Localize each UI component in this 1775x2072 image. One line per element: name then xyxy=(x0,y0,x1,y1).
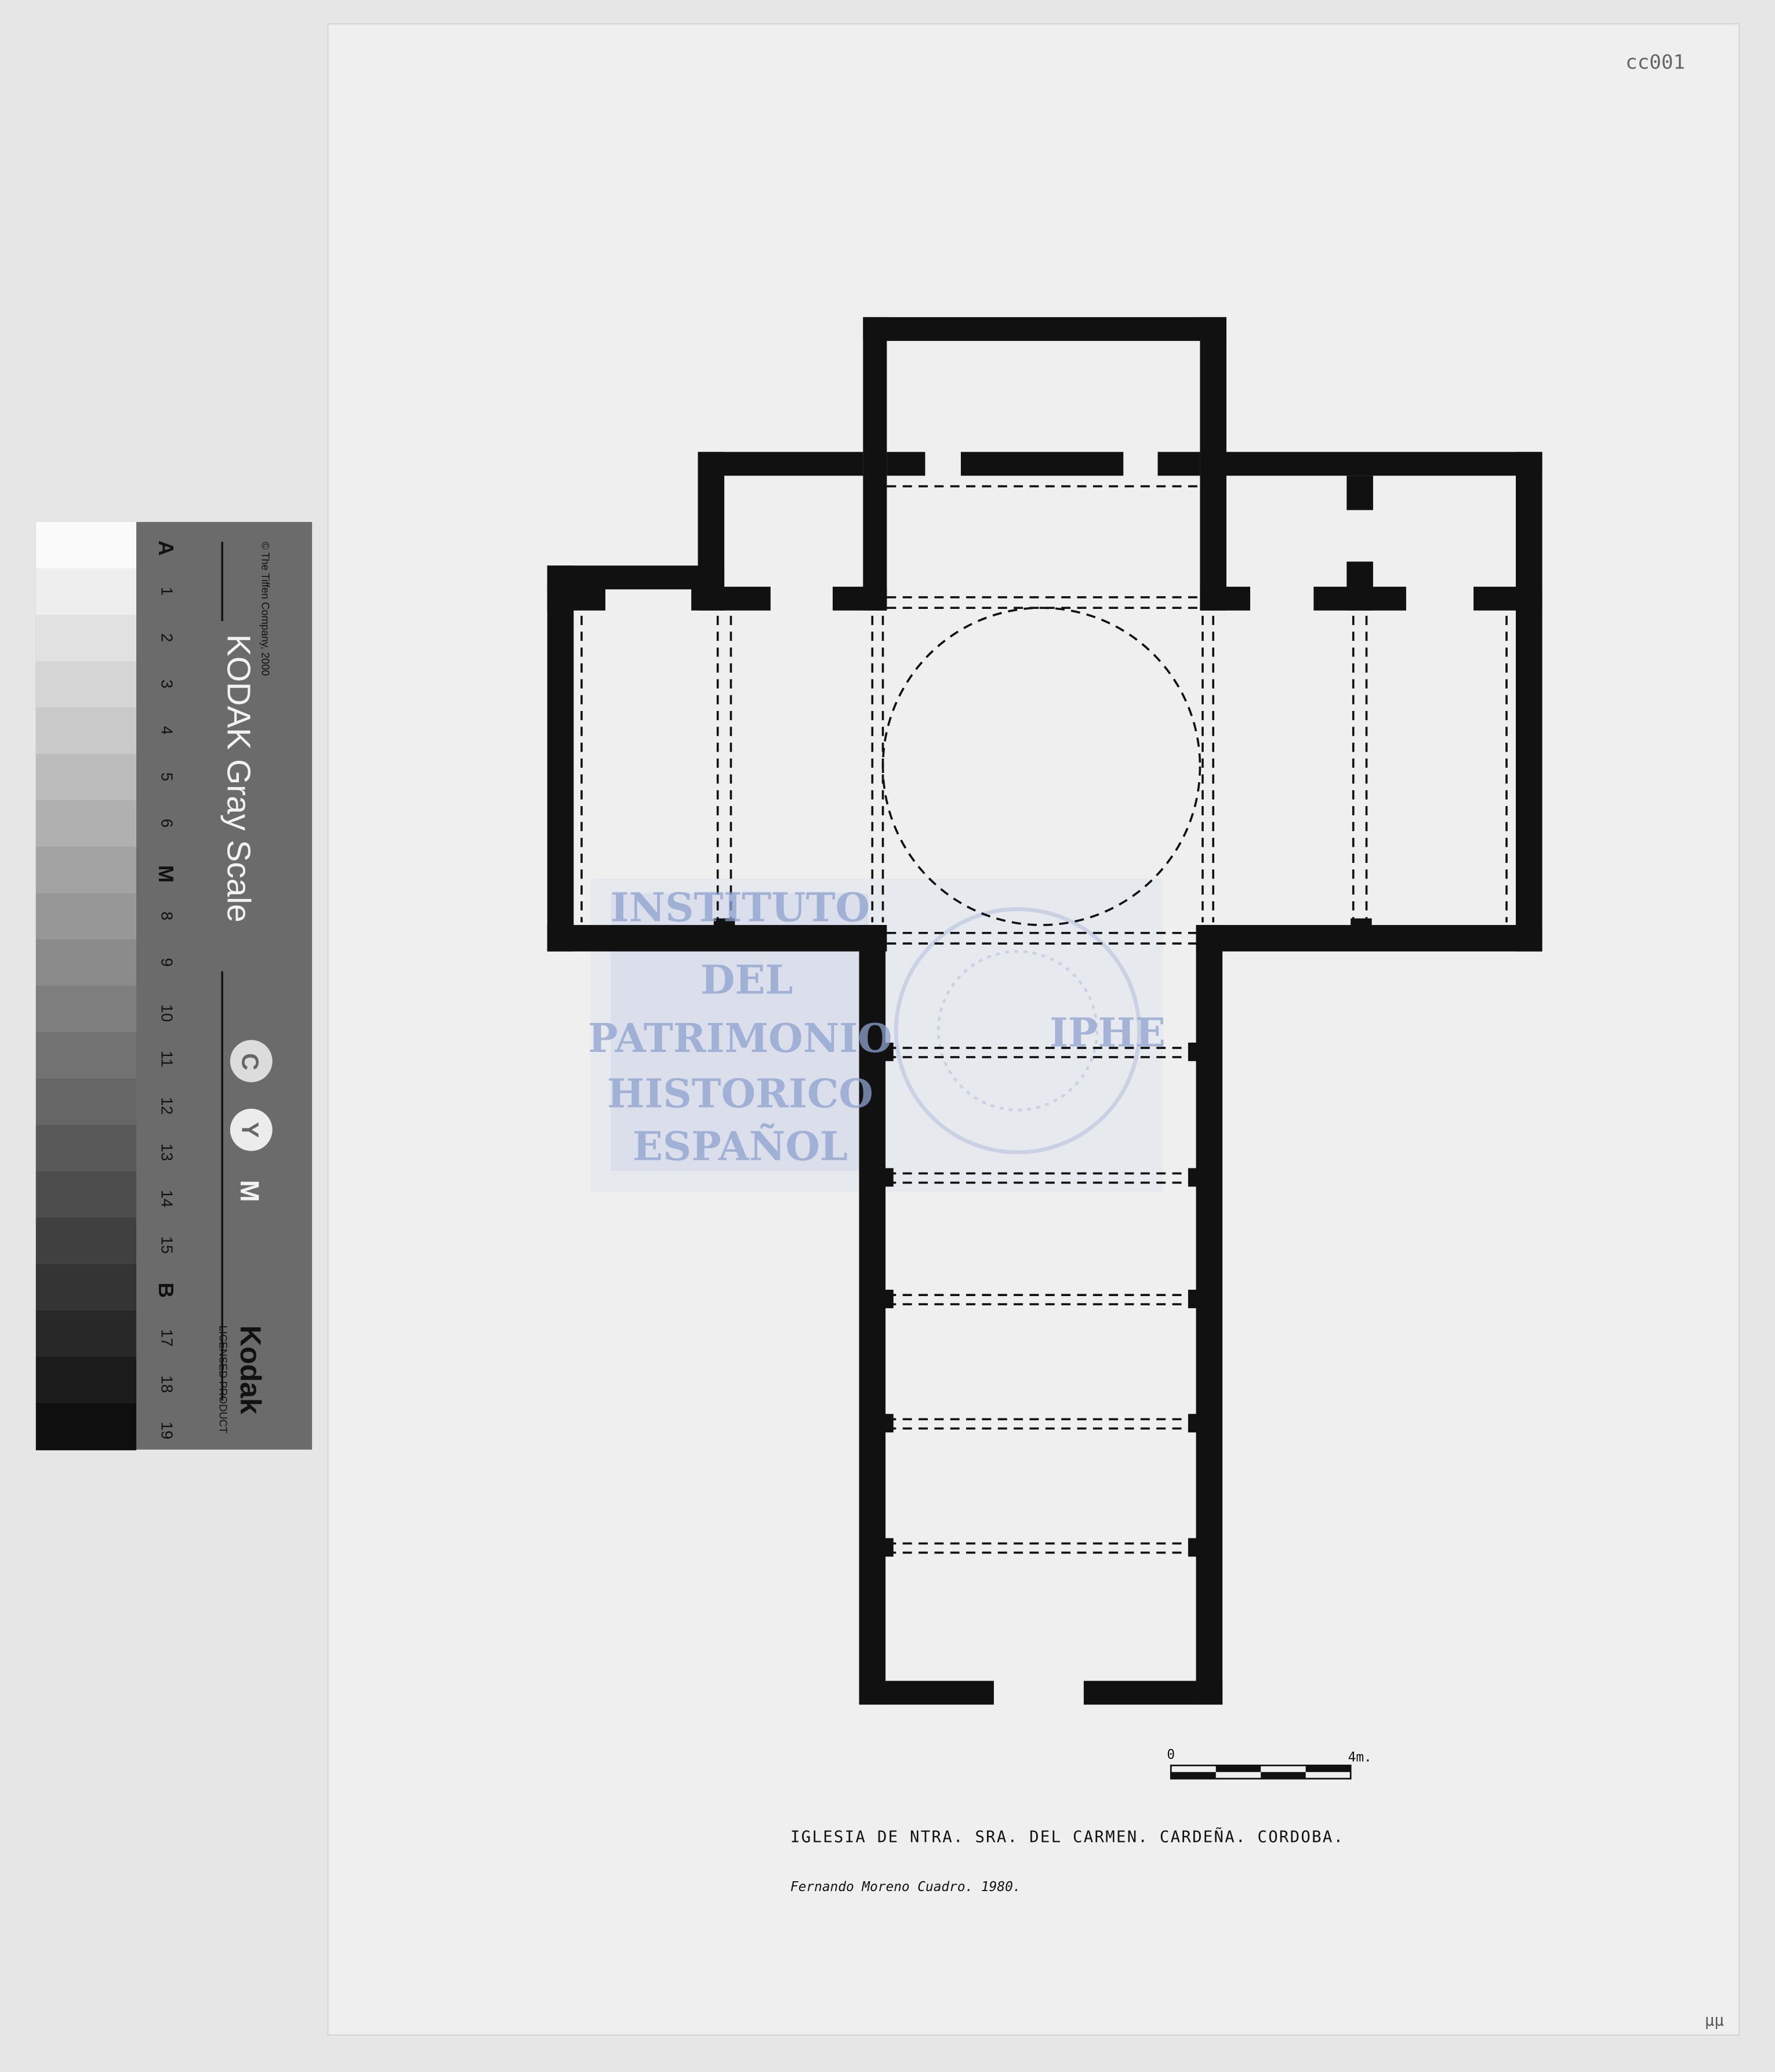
gray-patch xyxy=(35,800,137,848)
watermark: INSTITUTO DEL PATRIMONIO HISTORICO ESPAÑ… xyxy=(588,884,1166,1170)
kodak-title: KODAK Gray Scale xyxy=(220,634,257,923)
step-label: 6 xyxy=(158,819,176,828)
gray-patch xyxy=(35,661,137,709)
watermark-line: ESPAÑOL xyxy=(633,1123,848,1170)
floor-plan xyxy=(547,317,1542,1705)
step-label: B xyxy=(154,1283,178,1298)
scale-bar: 0 4m. xyxy=(1167,1747,1372,1780)
gray-patch xyxy=(35,1032,137,1080)
yellow-mark-icon xyxy=(230,1108,273,1151)
kodak-logo: Kodak xyxy=(234,1326,267,1414)
gray-patch xyxy=(35,568,137,616)
cym-marks: C Y M xyxy=(230,1040,273,1202)
step-label: 5 xyxy=(158,772,176,781)
gray-patch xyxy=(35,707,137,755)
step-label: M xyxy=(154,865,178,883)
drawing-author: Fernando Moreno Cuadro. 1980. xyxy=(790,1879,1021,1895)
drawing-title: IGLESIA DE NTRA. SRA. DEL CARMEN. CARDEÑ… xyxy=(790,1828,1344,1846)
step-label: 1 xyxy=(158,587,176,596)
gray-patch xyxy=(35,1264,137,1311)
gray-patch xyxy=(35,1217,137,1265)
step-label: 11 xyxy=(158,1051,176,1067)
catalog-number: cc001 xyxy=(1625,50,1685,74)
gray-patch xyxy=(35,985,137,1033)
gray-patch xyxy=(35,939,137,987)
step-label: 2 xyxy=(158,633,176,642)
gray-patch xyxy=(35,1171,137,1218)
step-label: 13 xyxy=(158,1144,176,1161)
gray-patch xyxy=(35,753,137,801)
gray-patch xyxy=(35,1124,137,1172)
gray-patch xyxy=(35,522,137,569)
step-label: 4 xyxy=(158,726,176,735)
step-label: 15 xyxy=(158,1236,176,1254)
dome-circle xyxy=(881,607,1202,926)
magenta-mark-label: M xyxy=(235,1180,264,1202)
step-label: 18 xyxy=(158,1376,176,1393)
step-label: 17 xyxy=(158,1329,176,1347)
yellow-mark-label: Y xyxy=(237,1122,263,1138)
scale-start-label: 0 xyxy=(1167,1747,1175,1762)
gray-patch xyxy=(35,892,137,941)
step-label: 9 xyxy=(158,958,176,967)
gray-patch xyxy=(35,846,137,894)
step-label: 8 xyxy=(158,912,176,920)
gray-patch xyxy=(35,1403,137,1450)
step-label: 3 xyxy=(158,680,176,688)
watermark-seal-icon xyxy=(894,907,1142,1155)
step-label: 14 xyxy=(158,1190,176,1207)
corner-mark: µµ xyxy=(1705,2012,1724,2030)
watermark-line: DEL xyxy=(700,957,793,1004)
watermark-line: PATRIMONIO xyxy=(588,1015,892,1062)
cyan-mark-icon xyxy=(230,1040,273,1083)
watermark-seal-text: IPHE xyxy=(1050,1010,1166,1057)
step-label: 12 xyxy=(158,1097,176,1115)
kodak-license: LICENSED PRODUCT xyxy=(217,1326,229,1434)
step-label: 10 xyxy=(158,1004,176,1022)
kodak-copyright: © The Tiffen Company, 2000 xyxy=(260,542,271,676)
step-label: A xyxy=(154,540,178,556)
gray-patch xyxy=(35,615,137,662)
cyan-mark-label: C xyxy=(237,1053,263,1071)
step-label: 19 xyxy=(158,1422,176,1439)
watermark-line: INSTITUTO xyxy=(611,884,870,931)
vault-projection-lines xyxy=(580,485,1508,1554)
gray-patches xyxy=(35,522,137,1450)
gray-patch xyxy=(35,1078,137,1126)
gray-patch xyxy=(35,1310,137,1358)
scale-end-label: 4m. xyxy=(1348,1750,1372,1765)
gray-patch xyxy=(35,1356,137,1404)
watermark-line: HISTORICO xyxy=(607,1071,873,1117)
